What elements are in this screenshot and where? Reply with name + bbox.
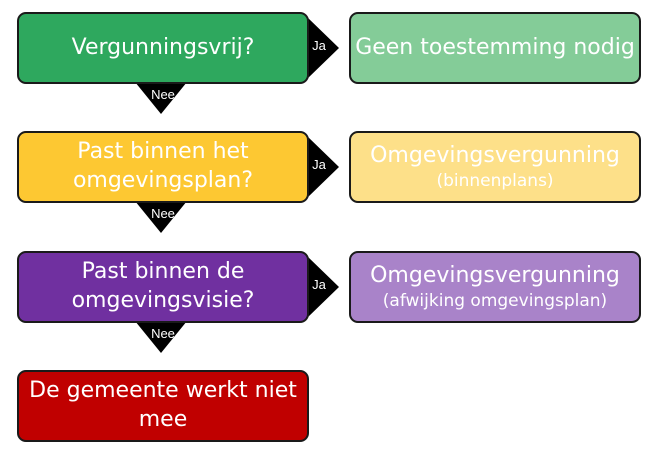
no-arrow-2 xyxy=(135,201,187,233)
result-omgevingsvergunning-binnenplans: Omgevingsvergunning (binnenplans) xyxy=(349,131,641,203)
result-text: Geen toestemming nodig xyxy=(355,34,635,60)
question-text: Past binnen de omgevingsvisie? xyxy=(71,259,255,313)
yes-label-2: Ja xyxy=(312,157,326,172)
question-omgevingsvisie: Past binnen de omgevingsvisie? xyxy=(17,251,309,323)
result-text: Omgevingsvergunning xyxy=(370,142,620,168)
yes-arrow-2 xyxy=(307,136,339,198)
result-omgevingsvergunning-afwijking: Omgevingsvergunning (afwijking omgevings… xyxy=(349,251,641,323)
question-text: Past binnen het omgevingsplan? xyxy=(72,139,254,193)
no-label-1: Nee xyxy=(151,87,175,102)
no-arrow-1 xyxy=(135,82,187,114)
yes-arrow-1 xyxy=(307,17,339,79)
yes-label-3: Ja xyxy=(312,277,326,292)
result-geen-toestemming: Geen toestemming nodig xyxy=(349,12,641,84)
no-label-2: Nee xyxy=(151,206,175,221)
yes-label-1: Ja xyxy=(312,38,326,53)
question-vergunningsvrij: Vergunningsvrij? xyxy=(17,12,309,84)
final-text: De gemeente werkt niet mee xyxy=(29,378,297,432)
result-text: Omgevingsvergunning xyxy=(370,262,620,288)
no-label-3: Nee xyxy=(151,326,175,341)
question-text: Vergunningsvrij? xyxy=(71,34,255,60)
final-outcome: De gemeente werkt niet mee xyxy=(17,370,309,442)
yes-arrow-3 xyxy=(307,256,339,318)
result-subtext: (binnenplans) xyxy=(436,171,554,192)
question-omgevingsplan: Past binnen het omgevingsplan? xyxy=(17,131,309,203)
no-arrow-3 xyxy=(135,321,187,353)
result-subtext: (afwijking omgevingsplan) xyxy=(382,291,608,312)
